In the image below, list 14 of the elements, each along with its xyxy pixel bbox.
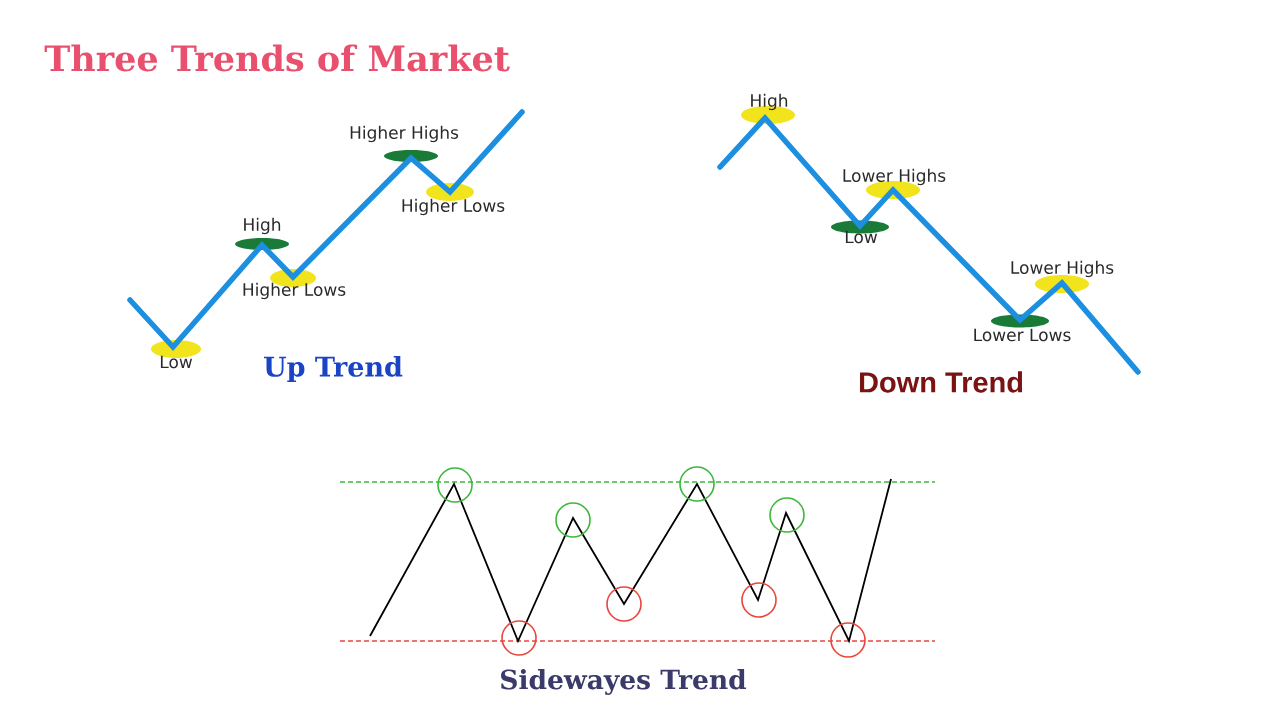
point-label: Higher Highs: [350, 125, 459, 143]
point-label: Lower Highs: [1011, 260, 1114, 278]
point-label: Higher Lows: [402, 198, 505, 216]
trend-caption: Sidewayes Trend: [501, 669, 747, 695]
trend-caption: Down Trend: [860, 371, 1023, 393]
point-label: Low: [845, 230, 878, 244]
title: Three Trends of Market: [44, 44, 510, 72]
trend-caption: Up Trend: [264, 355, 403, 383]
point-label: Lower Lows: [974, 328, 1071, 342]
point-label: Low: [160, 355, 193, 369]
point-label: High: [751, 93, 788, 111]
point-label: Higher Lows: [243, 282, 346, 300]
point-label: High: [244, 217, 281, 235]
point-label: Lower Highs: [843, 168, 946, 186]
